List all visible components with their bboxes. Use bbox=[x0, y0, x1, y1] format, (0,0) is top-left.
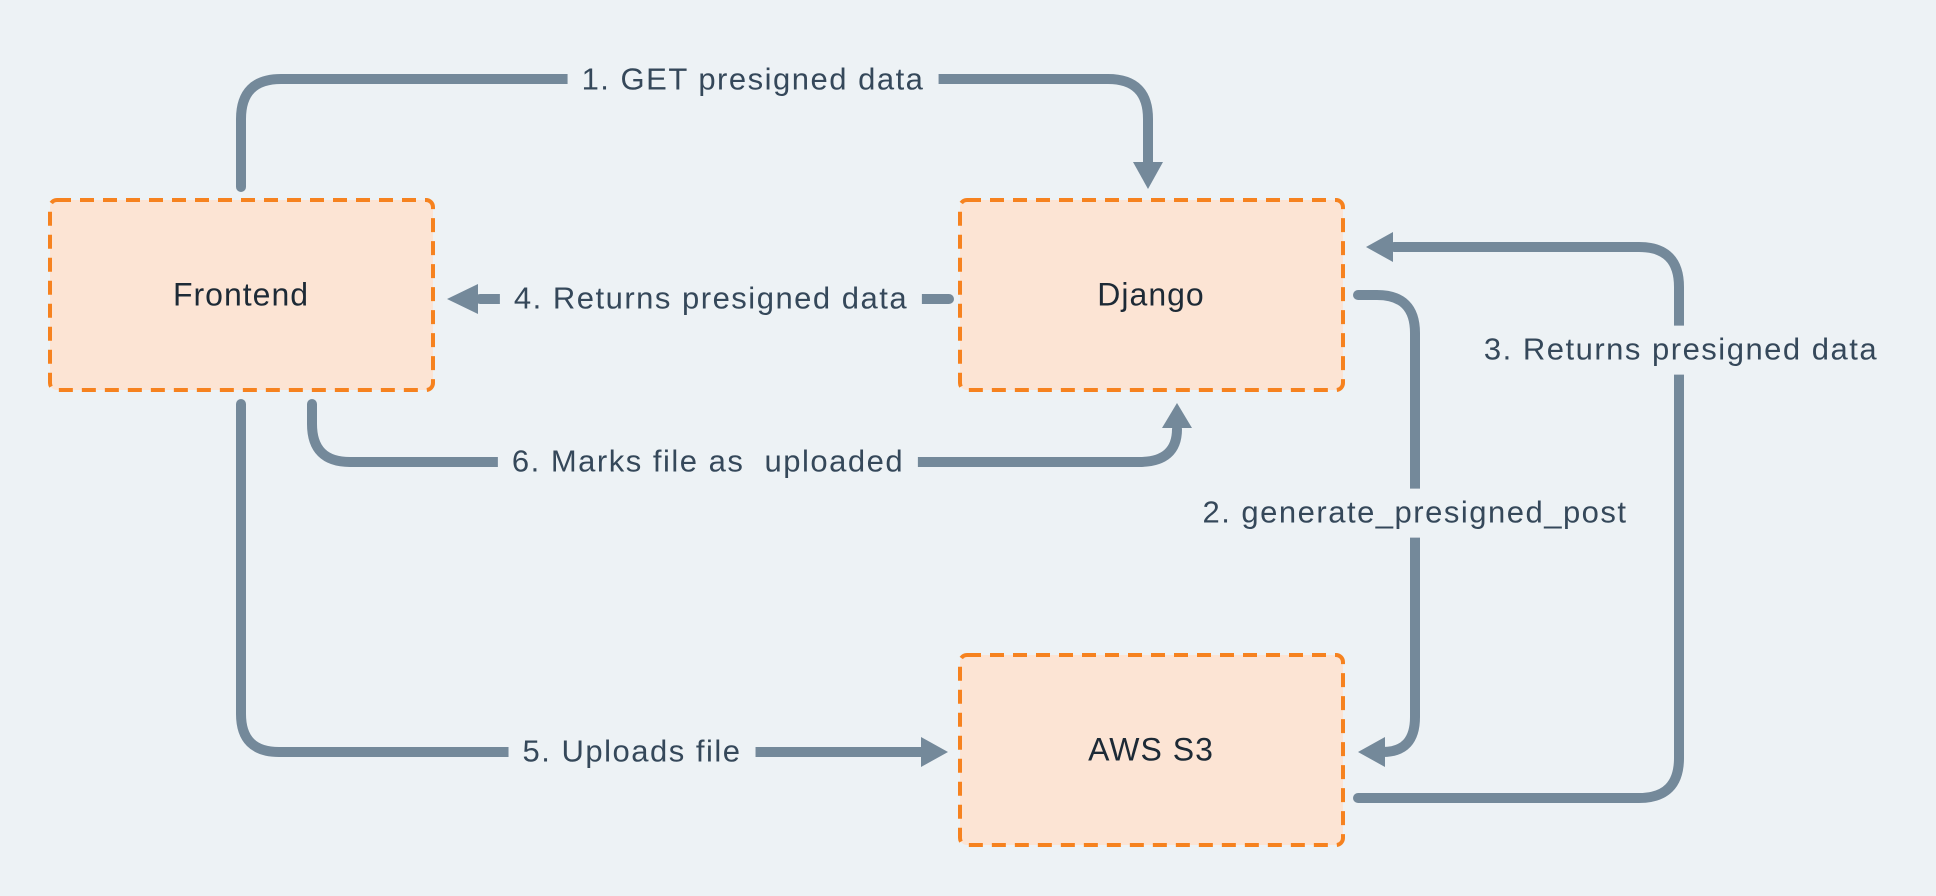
arrow-5-uploads-file bbox=[236, 399, 927, 757]
node-label-aws-s3: AWS S3 bbox=[1088, 731, 1214, 768]
aws-s3-node-box bbox=[958, 653, 1345, 847]
step-label-3: 3. Returns presigned data bbox=[1469, 325, 1893, 375]
frontend-node-box bbox=[48, 198, 435, 392]
arrow-5-head bbox=[921, 737, 948, 767]
step-label-4: 4. Returns presigned data bbox=[499, 274, 923, 324]
arrow-2-head bbox=[1358, 737, 1385, 767]
node-label-django: Django bbox=[1097, 276, 1205, 313]
arrow-1-head bbox=[1133, 162, 1163, 189]
step-label-1: 1. GET presigned data bbox=[567, 55, 939, 105]
arrow-3-returns-presigned-data bbox=[1353, 242, 1684, 803]
step-label-2: 2. generate_presigned_post bbox=[1188, 488, 1642, 538]
arrow-2-generate-presigned-post bbox=[1353, 290, 1420, 757]
step-label-5: 5. Uploads file bbox=[508, 727, 756, 777]
arrow-4-head bbox=[447, 284, 478, 314]
node-label-frontend: Frontend bbox=[172, 276, 310, 313]
arrow-3-head bbox=[1366, 232, 1393, 262]
arrow-6-marks-file-uploaded bbox=[307, 399, 1182, 467]
arrow-6-head bbox=[1162, 403, 1192, 428]
django-node-box bbox=[958, 198, 1345, 392]
step-label-6: 6. Marks file as uploaded bbox=[497, 437, 919, 487]
